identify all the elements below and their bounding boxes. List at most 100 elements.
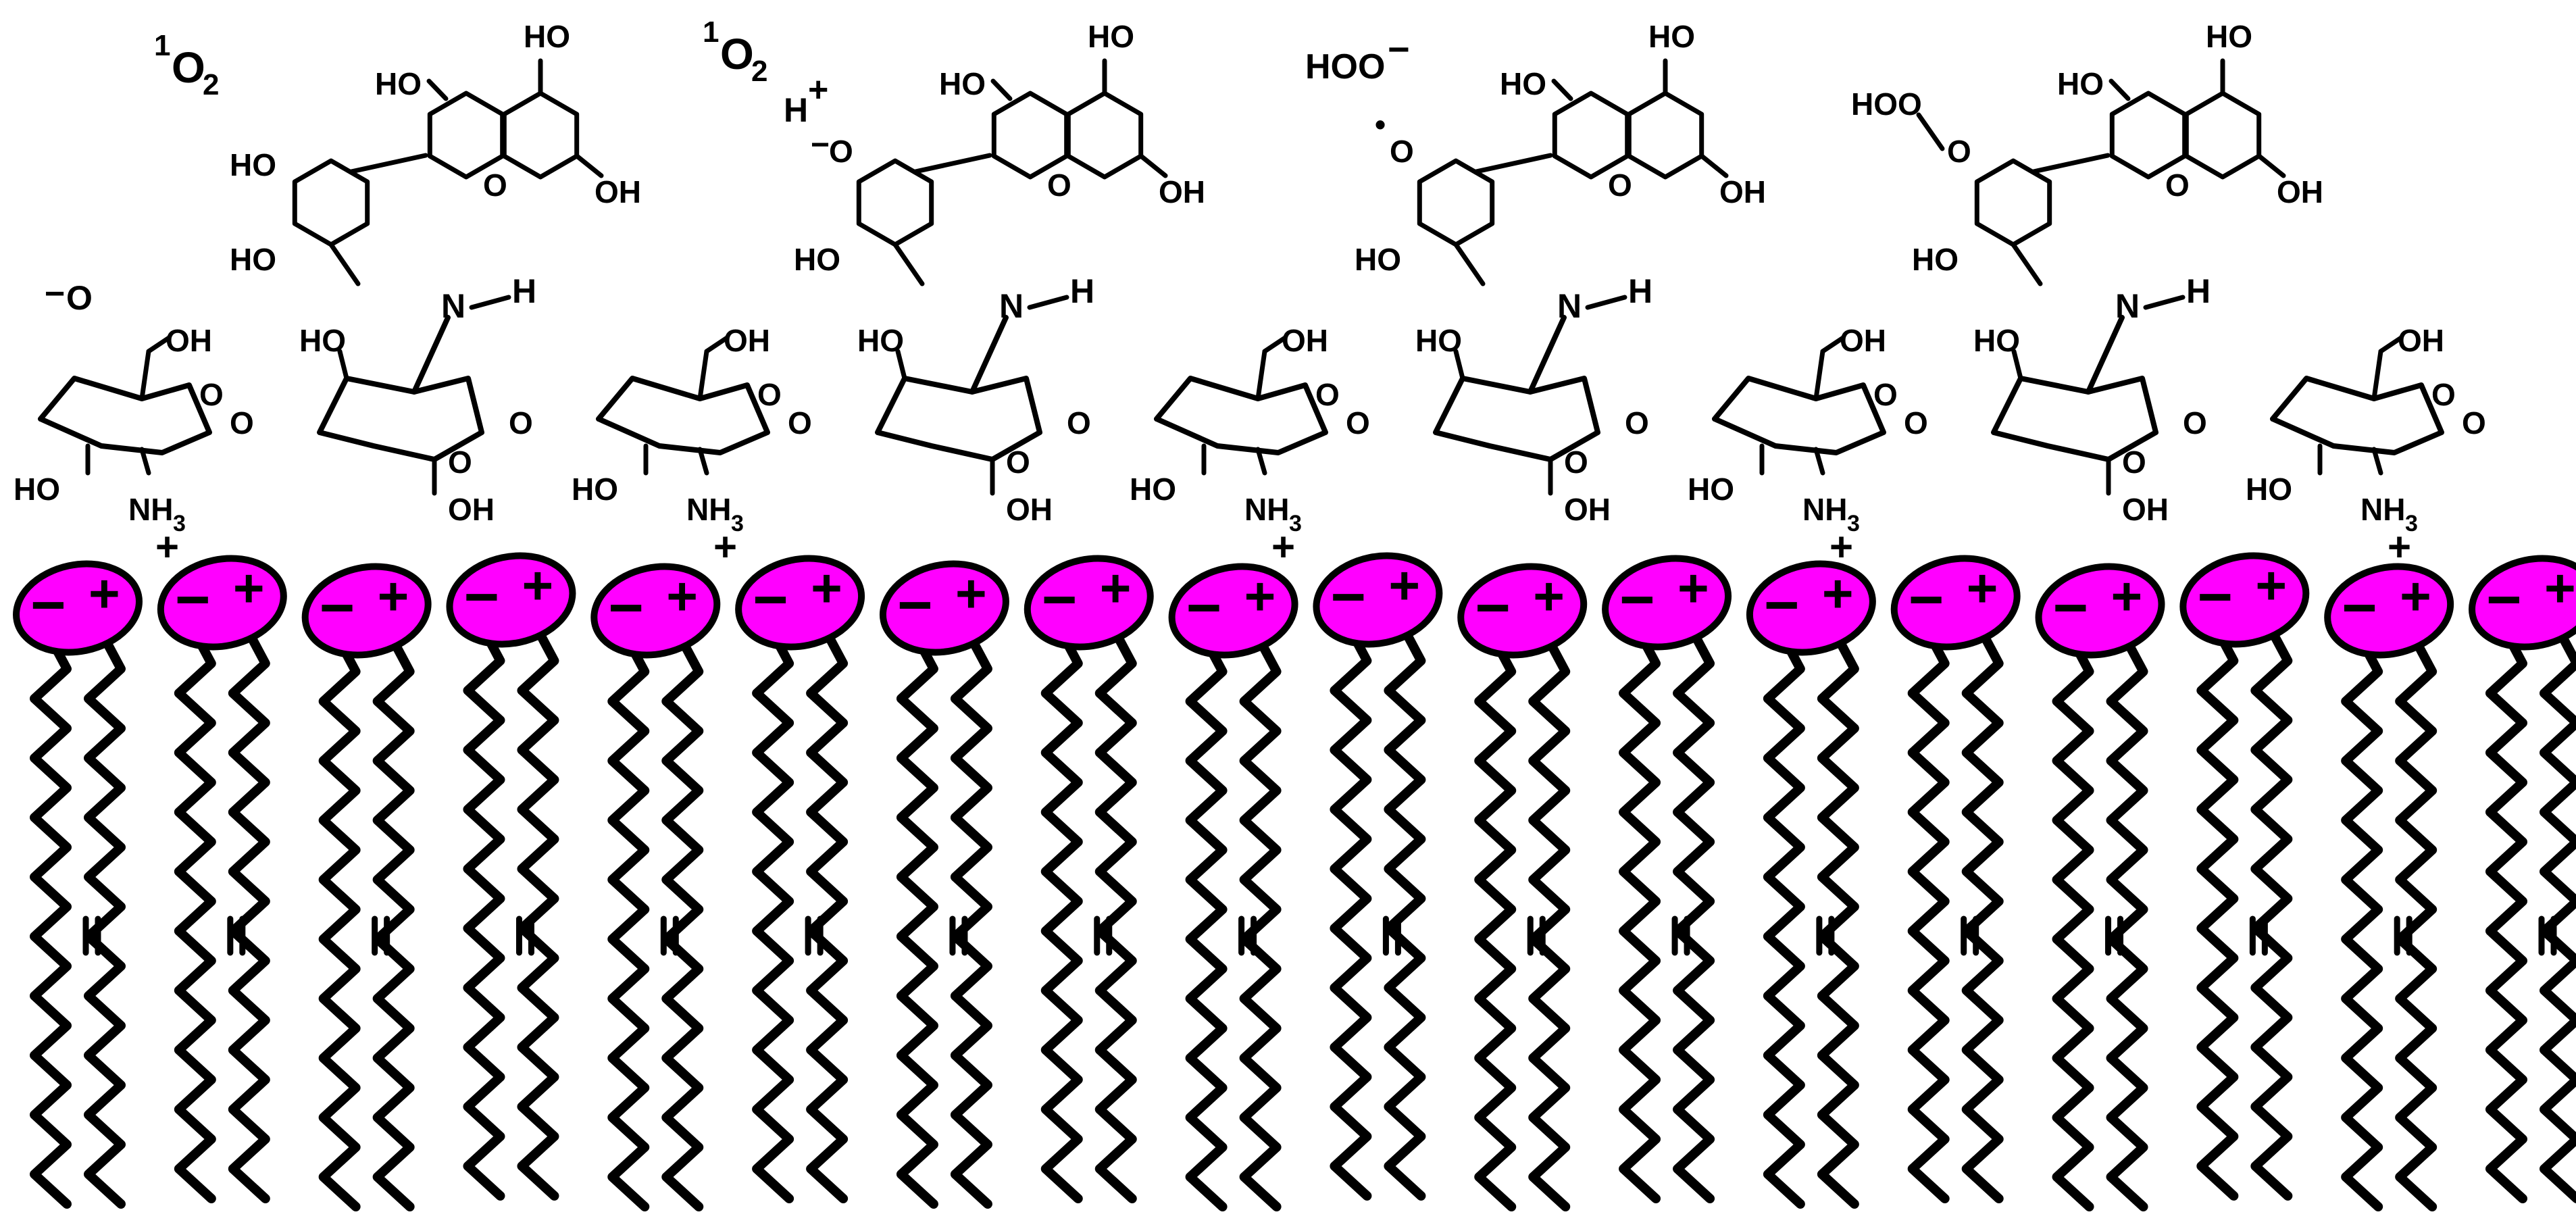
- hydroxyl-ho: HO: [2057, 66, 2104, 101]
- unsaturated-tail: [517, 626, 559, 1201]
- hydroxyl-oh: OH: [2277, 174, 2323, 209]
- saturated-tail: [2052, 636, 2094, 1211]
- pyranose-ring: [317, 376, 484, 462]
- headgroup-plus: +: [1967, 558, 1998, 618]
- b-ring: [1974, 158, 2052, 247]
- headgroup-minus: −: [30, 572, 66, 639]
- hydroxyl-oh: OH: [2122, 492, 2169, 527]
- double-bond-marker: [82, 915, 101, 956]
- svg-text:−: −: [1388, 28, 1410, 70]
- svg-text:−: −: [45, 274, 65, 313]
- headgroup-plus: +: [1244, 566, 1276, 626]
- headgroup-plus: +: [2400, 566, 2431, 626]
- lipid-headgroup: [590, 563, 721, 659]
- hydroxyl-oh: OH: [1006, 492, 1053, 527]
- headgroup-minus: −: [1619, 566, 1655, 634]
- ring-oxygen: O: [1047, 168, 1071, 203]
- c-ring: [1552, 91, 1630, 180]
- ammonium-plus: +: [155, 524, 179, 570]
- phospholipid: −+: [13, 560, 143, 1209]
- glycosidic-oxygen: O: [1346, 405, 1370, 441]
- lipid-layer: −+−+−+−+−+−+−+−+−+−+−+−+−+−+−+−+−+−+: [13, 552, 2576, 1211]
- oh-bond: [1551, 78, 1573, 101]
- hydroxyl-ho: HO: [1130, 472, 1176, 507]
- phospholipid: −+: [879, 560, 1009, 1209]
- nh-bond: [969, 315, 1009, 395]
- ammonium-plus: +: [1271, 524, 1295, 570]
- lipid-headgroup: [1602, 555, 1732, 651]
- hydroxyl-ho: HO: [14, 472, 60, 507]
- hydroxyl-ho: HO: [1688, 472, 1734, 507]
- lipid-headgroup: [1313, 552, 1443, 648]
- oh-bond: [895, 349, 907, 381]
- hydroxyl-oh: OH: [1159, 174, 1205, 209]
- hydroxyl-ho: HO: [2246, 472, 2292, 507]
- headgroup-minus: −: [2486, 566, 2522, 634]
- phospholipid: −+: [1313, 552, 1443, 1201]
- svg-text:2: 2: [751, 55, 767, 88]
- unsaturated-tail: [950, 634, 992, 1209]
- saturated-tail: [318, 636, 361, 1211]
- headgroup-minus: −: [463, 563, 499, 631]
- peroxy-o: O: [1947, 134, 1971, 169]
- headgroup-plus: +: [811, 558, 842, 618]
- headgroup-plus: +: [89, 563, 120, 624]
- glycosidic-oxygen: O: [1904, 405, 1928, 441]
- ring-oxygen: O: [2165, 168, 2190, 203]
- glycosidic-oxygen: O: [509, 405, 533, 441]
- a-ring: [1626, 91, 1704, 180]
- nh-h-bond: [2143, 295, 2186, 310]
- ammonium-nh: NH: [2360, 492, 2405, 527]
- pyranose-ring: [2270, 376, 2444, 455]
- headgroup-plus: +: [378, 566, 409, 626]
- oh-bond: [1699, 153, 1729, 178]
- oh-bond: [426, 78, 449, 101]
- oh-bond: [1138, 153, 1168, 178]
- oh-bond: [1453, 349, 1465, 381]
- saturated-tail: [1185, 636, 1228, 1211]
- headgroup-minus: −: [1330, 563, 1366, 631]
- ring-oxygen: O: [1564, 445, 1588, 480]
- svg-text:H: H: [784, 91, 808, 129]
- phospholipid: −+: [157, 555, 287, 1203]
- svg-text:O: O: [720, 30, 754, 78]
- amine-n: N: [999, 287, 1024, 325]
- headgroup-minus: −: [1909, 566, 1944, 634]
- oh-bond: [990, 78, 1013, 101]
- headgroup-plus: +: [2255, 555, 2287, 616]
- hydroxyl-oh: OH: [1840, 323, 1886, 358]
- ch2oh-bond: [2378, 335, 2404, 354]
- headgroup-minus: −: [897, 572, 933, 639]
- b-ring: [1417, 158, 1495, 247]
- b-ring: [856, 158, 934, 247]
- hydroxyl-ho: HO: [2206, 19, 2252, 54]
- phospholipid: −+: [1602, 555, 1732, 1203]
- hydroxyl-oh: OH: [724, 323, 770, 358]
- saturated-tail: [607, 636, 650, 1211]
- amine-h: H: [1070, 272, 1094, 310]
- ammonium-subscript: 3: [2405, 511, 2418, 536]
- svg-text:1: 1: [154, 29, 170, 62]
- ring-oxygen: O: [483, 168, 507, 203]
- amine-h: H: [2186, 272, 2211, 310]
- ch2oh-bond: [146, 335, 172, 354]
- unsaturated-tail: [2106, 636, 2148, 1211]
- phospholipid: −+: [446, 552, 576, 1201]
- unsaturated-tail: [1528, 636, 1571, 1211]
- headgroup-minus: −: [608, 574, 644, 642]
- ring-oxygen: O: [199, 377, 224, 412]
- ch2oh-bond: [139, 349, 151, 401]
- unsaturated-tail: [372, 636, 415, 1211]
- hydroxyl-oh: OH: [1719, 174, 1766, 209]
- b-c-bond: [2031, 153, 2111, 174]
- unsaturated-tail: [2250, 626, 2293, 1201]
- double-bond-marker: [515, 915, 534, 956]
- glycosidic-oxygen: O: [230, 405, 254, 441]
- ch2oh-bond: [1262, 335, 1288, 354]
- aryl-n-bond: [892, 242, 925, 286]
